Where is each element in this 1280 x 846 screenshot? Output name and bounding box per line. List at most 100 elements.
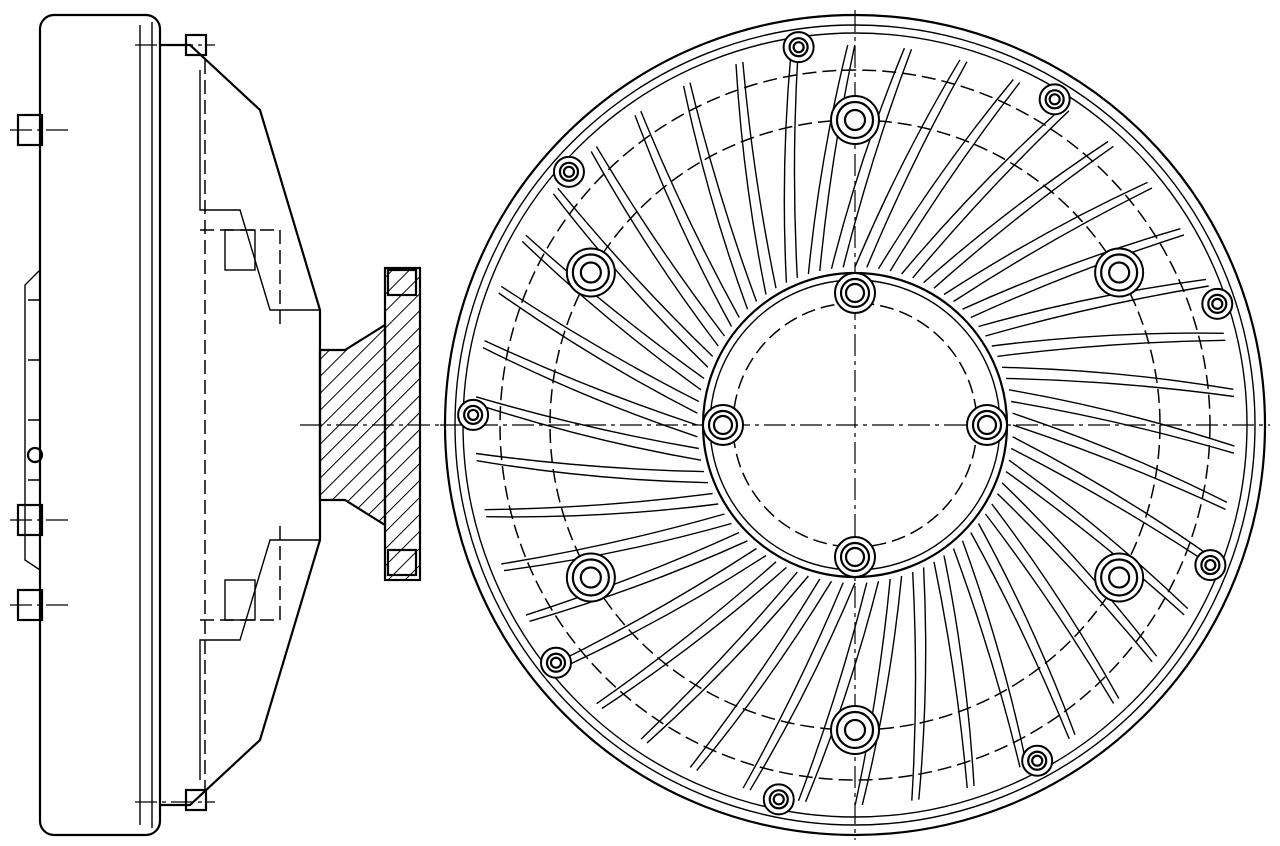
fin [911, 572, 917, 801]
rim-bolt-hole [552, 155, 585, 188]
fin [475, 403, 702, 461]
fin [1012, 412, 1228, 504]
fin [689, 82, 758, 302]
boss-bolt-hole [1094, 552, 1145, 603]
fin [978, 278, 1207, 328]
fin [689, 578, 821, 768]
fin [861, 575, 903, 806]
fin [484, 492, 713, 511]
fin [912, 110, 1070, 279]
front-view [440, 10, 1270, 840]
hub-bolt-hole [966, 404, 1008, 446]
fin [525, 531, 740, 616]
fin [742, 61, 777, 289]
fin [889, 82, 1021, 272]
fin [552, 193, 709, 368]
fin [640, 110, 740, 318]
fin [634, 114, 733, 327]
side-view [10, 13, 440, 837]
fin [475, 396, 699, 450]
housing-cone [160, 43, 322, 807]
fin [943, 181, 1148, 296]
fin [1001, 482, 1158, 657]
fin [797, 582, 868, 802]
bolt-holes [457, 31, 1234, 816]
fin [1012, 424, 1226, 511]
boss-bolt-hole [565, 552, 616, 603]
fin [962, 228, 1181, 310]
cooling-fins [475, 44, 1235, 806]
fin [1012, 436, 1212, 558]
fin [953, 187, 1153, 303]
fin [997, 339, 1226, 358]
fin [970, 234, 1185, 319]
fin [476, 460, 708, 484]
fin [742, 582, 844, 789]
housing-outer [38, 13, 162, 837]
fin [996, 493, 1153, 663]
fin [500, 285, 700, 403]
fin [918, 567, 927, 800]
fin [682, 85, 749, 310]
fin [952, 548, 1021, 768]
fin [498, 292, 698, 414]
hub-bolt-hole [834, 272, 876, 314]
rim-bolt-hole [457, 398, 490, 431]
fin [525, 234, 705, 379]
rim-bolt-hole [1194, 549, 1227, 582]
fin [1005, 471, 1185, 616]
fin [735, 64, 767, 295]
fin [1008, 459, 1189, 610]
fin [866, 61, 968, 268]
fin [590, 151, 719, 347]
fin [977, 523, 1076, 736]
fin [854, 59, 961, 268]
fin [783, 50, 792, 283]
fin [562, 554, 767, 669]
fin [646, 575, 809, 744]
fin [807, 44, 849, 275]
fin [854, 578, 891, 806]
fin [933, 561, 968, 789]
fin [1005, 377, 1234, 398]
rim-bolt-hole [1021, 744, 1054, 777]
fin [985, 285, 1209, 337]
fin [596, 561, 777, 705]
fin [640, 571, 798, 740]
fin [557, 547, 757, 663]
rim-bolt-hole [539, 646, 572, 679]
fin [830, 47, 906, 269]
fin [970, 532, 1070, 740]
boss-bolt-hole [830, 95, 880, 145]
fin [793, 49, 799, 278]
fin [819, 44, 856, 272]
fin [484, 339, 698, 426]
fin [601, 566, 787, 710]
fin [961, 540, 1028, 765]
fin [476, 452, 705, 473]
fin [557, 187, 714, 357]
fin [501, 513, 725, 565]
stud-bolts [10, 33, 215, 812]
fin [842, 48, 913, 268]
fin [1011, 400, 1235, 454]
fin [486, 503, 719, 518]
fin [595, 146, 726, 337]
fin [1008, 389, 1235, 447]
boss-bolt-hole [1094, 247, 1145, 298]
boss-bolt-hole [830, 705, 880, 755]
rim-bolt-hole [762, 783, 795, 816]
flange [383, 266, 422, 582]
rim-bolt-hole [1201, 287, 1234, 320]
fin [991, 332, 1224, 347]
fin [529, 540, 748, 622]
fin [1002, 366, 1234, 390]
fin [1010, 447, 1210, 565]
rim-bolt-hole [782, 31, 815, 64]
fin [943, 555, 975, 786]
fin [877, 79, 1014, 270]
fin [503, 522, 732, 572]
fin [749, 582, 856, 791]
hub-bolt-hole [834, 536, 876, 578]
fin [923, 140, 1109, 284]
